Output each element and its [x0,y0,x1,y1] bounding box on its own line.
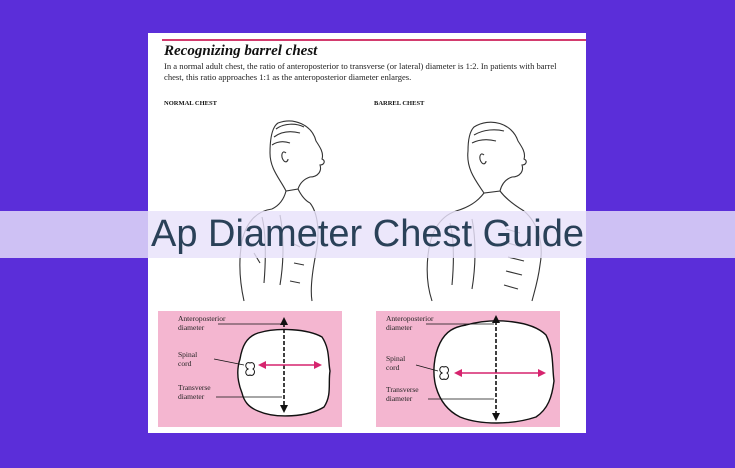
ap-label-line2: diameter [386,322,413,332]
spinal-label-line1: Spinal [386,354,406,363]
ap-label-line1: Anteroposterior [386,314,434,323]
spinal-cord-normal [245,362,255,376]
trans-label-line2: diameter [178,391,205,401]
barrel-chest-caption: BARREL CHEST [374,100,425,107]
normal-chest-illustration [239,120,325,302]
spinal-label-line1: Spinal [178,350,198,359]
document-title: Recognizing barrel chest [164,43,318,59]
title-rule [162,39,586,41]
trans-label-line1: Transverse [386,385,419,394]
barrel-chest-outline [433,320,555,424]
normal-chest-diagram [213,317,331,417]
barrel-chest-cross-section-panel: Anteroposterior diameter Spinal cord Tra… [376,311,560,427]
ap-diameter-label-barrel: Anteroposterior diameter [386,314,434,332]
spinal-cord-barrel [439,366,449,380]
spinal-cord-label-normal: Spinal cord [178,350,198,368]
barrel-chest-illustration [426,121,542,302]
banner-title: Ap Diameter Chest Guide [151,213,584,255]
ap-diameter-label-normal: Anteroposterior diameter [178,314,226,332]
transverse-diameter-label-normal: Transverse diameter [178,383,211,401]
normal-chest-caption: NORMAL CHEST [164,100,217,107]
title-banner [0,211,735,258]
barrel-chest-diagram [415,315,555,424]
intro-paragraph: In a normal adult chest, the ratio of an… [164,61,557,82]
ap-label-line2: diameter [178,322,205,332]
trans-label-line2: diameter [386,393,413,403]
transverse-diameter-label-barrel: Transverse diameter [386,385,419,403]
trans-label-line1: Transverse [178,383,211,392]
ap-label-line1: Anteroposterior [178,314,226,323]
spinal-label-line2: cord [178,358,192,368]
normal-chest-cross-section-panel: Anteroposterior diameter Spinal cord Tra… [158,311,342,427]
spinal-label-line2: cord [386,362,400,372]
spinal-cord-label-barrel: Spinal cord [386,354,406,372]
